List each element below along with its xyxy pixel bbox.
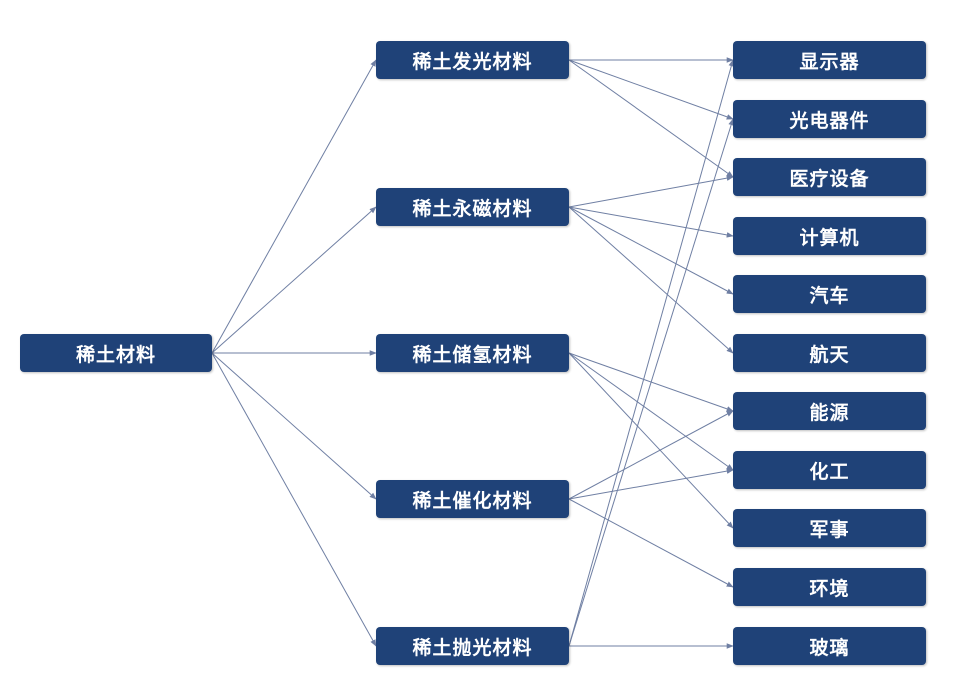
edge-material-to-application <box>568 206 734 295</box>
edge-material-to-application <box>568 468 734 500</box>
edge-material-to-application <box>568 352 734 529</box>
application-node-optoelectronic: 光电器件 <box>733 100 926 138</box>
application-node-display: 显示器 <box>733 41 926 79</box>
material-node-luminescent: 稀土发光材料 <box>376 41 569 79</box>
edge-material-to-application <box>568 498 734 588</box>
root-node: 稀土材料 <box>20 334 212 372</box>
material-node-catalytic: 稀土催化材料 <box>376 480 569 518</box>
edge-material-to-application <box>568 410 734 500</box>
edge-root-to-material <box>211 206 377 354</box>
edge-material-to-application <box>568 59 734 120</box>
edge-material-to-application <box>568 59 734 647</box>
application-node-glass: 玻璃 <box>733 627 926 665</box>
application-node-military: 军事 <box>733 509 926 547</box>
application-node-chemical: 化工 <box>733 451 926 489</box>
application-node-environment: 环境 <box>733 568 926 606</box>
application-node-energy: 能源 <box>733 392 926 430</box>
edge-root-to-material <box>211 352 377 647</box>
material-node-permanent-magnet: 稀土永磁材料 <box>376 188 569 226</box>
edge-material-to-application <box>568 206 734 354</box>
material-node-hydrogen-storage: 稀土储氢材料 <box>376 334 569 372</box>
edge-material-to-application <box>568 59 734 178</box>
material-node-polishing: 稀土抛光材料 <box>376 627 569 665</box>
edge-root-to-material <box>211 352 377 500</box>
application-node-aerospace: 航天 <box>733 334 926 372</box>
application-node-computer: 计算机 <box>733 217 926 255</box>
edge-material-to-application <box>568 206 734 238</box>
edge-material-to-application <box>568 118 734 647</box>
application-node-medical: 医疗设备 <box>733 158 926 196</box>
edge-material-to-application <box>568 352 734 471</box>
edge-root-to-material <box>211 59 377 354</box>
application-node-automobile: 汽车 <box>733 275 926 313</box>
edge-material-to-application <box>568 175 734 208</box>
